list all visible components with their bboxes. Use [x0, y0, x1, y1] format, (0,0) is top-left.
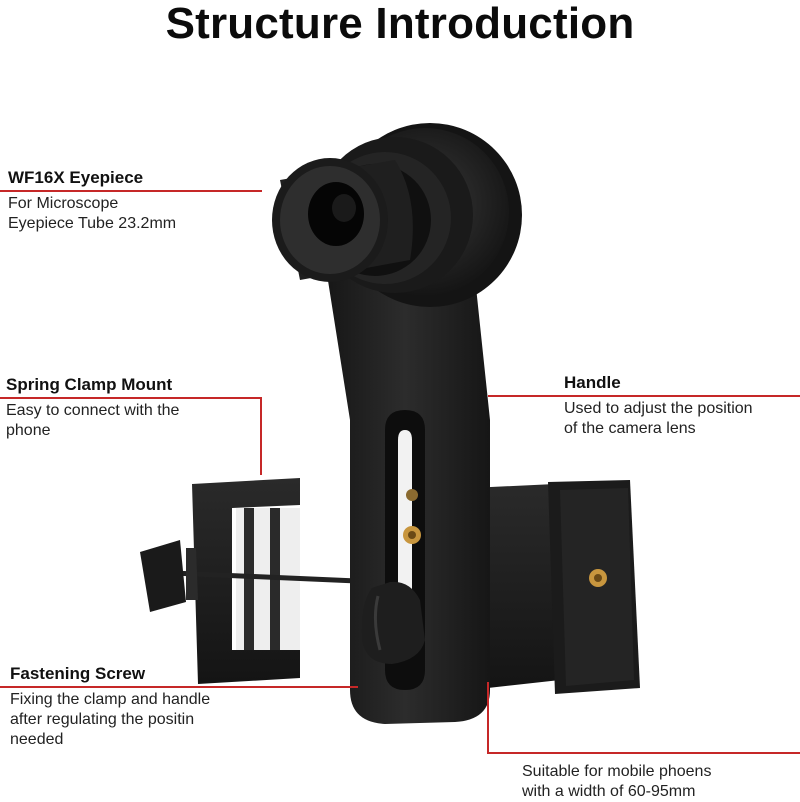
label-spring-clamp-desc2: phone	[6, 422, 51, 439]
spring-clamp-connector-drop	[260, 397, 262, 475]
fastening-knob	[361, 581, 425, 664]
label-phone-width-desc2: with a width of 60-95mm	[522, 783, 696, 800]
fastening-screw-connector-line	[0, 686, 358, 688]
label-eyepiece-head: WF16X Eyepiece	[8, 168, 144, 187]
handle-connector-line	[488, 395, 800, 397]
phone-clamp	[140, 478, 640, 694]
label-fastening-screw-desc3: needed	[10, 731, 64, 748]
eyepiece-tube	[272, 158, 413, 282]
label-handle-desc1: Used to adjust the position	[564, 400, 753, 417]
eyepiece-connector-line	[0, 190, 262, 192]
label-eyepiece-desc2: Eyepiece Tube 23.2mm	[8, 215, 177, 232]
label-fastening-screw-desc2: after regulating the positin	[10, 711, 195, 728]
label-fastening-screw-head: Fastening Screw	[10, 664, 146, 683]
label-handle-desc2: of the camera lens	[564, 420, 696, 437]
label-handle-head: Handle	[564, 373, 621, 392]
page-title: Structure Introduction	[165, 0, 635, 48]
phone-width-connector-drop	[487, 682, 489, 754]
label-fastening-screw: Fastening Screw Fixing the clamp and han…	[10, 664, 210, 750]
label-handle: Handle Used to adjust the position of th…	[564, 373, 753, 439]
label-phone-width-desc1: Suitable for mobile phoens	[522, 763, 712, 780]
label-spring-clamp-head: Spring Clamp Mount	[6, 375, 173, 394]
spring-clamp-connector-line	[0, 397, 262, 399]
label-eyepiece-desc1: For Microscope	[8, 195, 119, 212]
label-fastening-screw-desc1: Fixing the clamp and handle	[10, 691, 211, 708]
label-eyepiece: WF16X Eyepiece For Microscope Eyepiece T…	[8, 168, 176, 234]
label-phone-width: Suitable for mobile phoens with a width …	[522, 762, 711, 802]
label-spring-clamp: Spring Clamp Mount Easy to connect with …	[6, 375, 179, 441]
phone-width-connector-line	[487, 752, 800, 754]
label-spring-clamp-desc1: Easy to connect with the	[6, 402, 180, 419]
